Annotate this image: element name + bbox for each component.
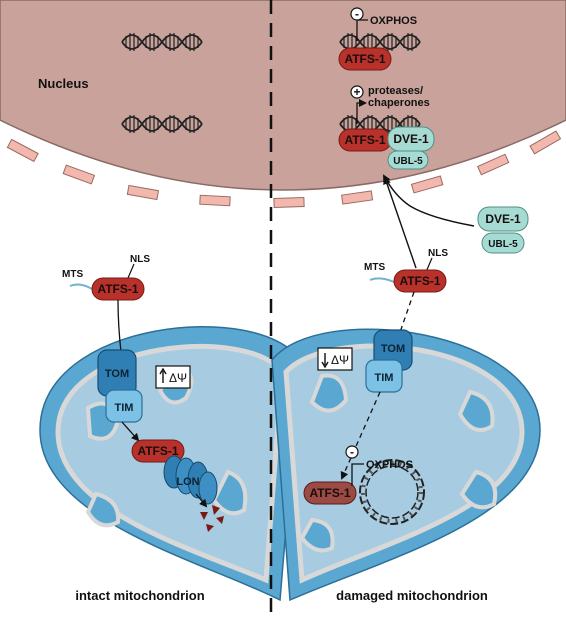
left-cytosolic-atfs1: MTS NLS ATFS-1: [62, 254, 150, 353]
atfs1-label: ATFS-1: [344, 52, 385, 66]
dve1-label: DVE-1: [485, 212, 521, 226]
lon-protease: LON: [163, 455, 218, 508]
oxphos-label: OXPHOS: [370, 15, 417, 27]
svg-text:TOM: TOM: [381, 343, 405, 355]
nuclear-pores: [6, 130, 562, 209]
svg-text:TOM: TOM: [105, 368, 129, 380]
caption-damaged: damaged mitochondrion: [336, 588, 488, 603]
tim-complex: [105, 389, 143, 423]
svg-text:TIM: TIM: [375, 372, 394, 384]
mito-oxphos-repression: - OXPHOS: [345, 445, 413, 486]
chaperones-label: chaperones: [368, 97, 430, 109]
nls-label: NLS: [130, 254, 150, 265]
right-cytosolic-atfs1: MTS NLS ATFS-1: [364, 248, 448, 339]
matrix-atfs1-damaged: ATFS-1: [303, 481, 357, 505]
import-arrow: [383, 174, 475, 227]
mts-label: MTS: [364, 262, 385, 273]
dve1-label: DVE-1: [393, 132, 429, 146]
import-arrow: [383, 176, 417, 269]
svg-text:-: -: [355, 7, 359, 21]
svg-text:LON: LON: [176, 476, 199, 488]
nucleus-label: Nucleus: [38, 76, 89, 91]
minus-icon: [350, 7, 364, 21]
atfs1-label: ATFS-1: [97, 282, 138, 296]
svg-text:TIM: TIM: [115, 402, 134, 414]
nucleus: Nucleus: [0, 0, 566, 209]
atfs1-label: ATFS-1: [309, 486, 350, 500]
caption-intact: intact mitochondrion: [75, 588, 204, 603]
nls-label: NLS: [428, 248, 448, 259]
right-tom-tim: TOM TIM: [340, 329, 413, 480]
nuclear-atfs1-complex: + proteases/ chaperones ATFS-1 DVE-1 UBL…: [338, 85, 435, 170]
plus-icon: [350, 85, 364, 99]
svg-text:ΔΨ: ΔΨ: [331, 353, 349, 367]
mtdna-circle: [359, 459, 425, 525]
damaged-mitochondrion: [271, 328, 541, 602]
nuclear-atfs1-oxphos: - OXPHOS ATFS-1: [338, 7, 417, 71]
ubl5-label: UBL-5: [393, 156, 423, 167]
atfs1-label: ATFS-1: [344, 133, 385, 147]
atfs1-label: ATFS-1: [137, 444, 178, 458]
oxphos-label: OXPHOS: [366, 459, 413, 471]
minus-icon: [345, 445, 359, 459]
degraded-peptides: [200, 505, 224, 532]
svg-text:+: +: [353, 85, 360, 99]
membrane-potential-high: ΔΨ: [155, 365, 191, 389]
left-tom-tim: TOM TIM: [97, 349, 143, 442]
cytosolic-dve1-ubl5: DVE-1 UBL-5: [477, 206, 529, 254]
membrane-potential-low: ΔΨ: [317, 347, 353, 371]
svg-text:-: -: [350, 445, 354, 459]
svg-text:ΔΨ: ΔΨ: [169, 371, 187, 385]
atfs1-label: ATFS-1: [399, 274, 440, 288]
tim-complex: [365, 359, 403, 393]
ubl5-label: UBL-5: [488, 239, 518, 250]
proteases-label: proteases/: [368, 85, 423, 97]
mts-label: MTS: [62, 269, 83, 280]
